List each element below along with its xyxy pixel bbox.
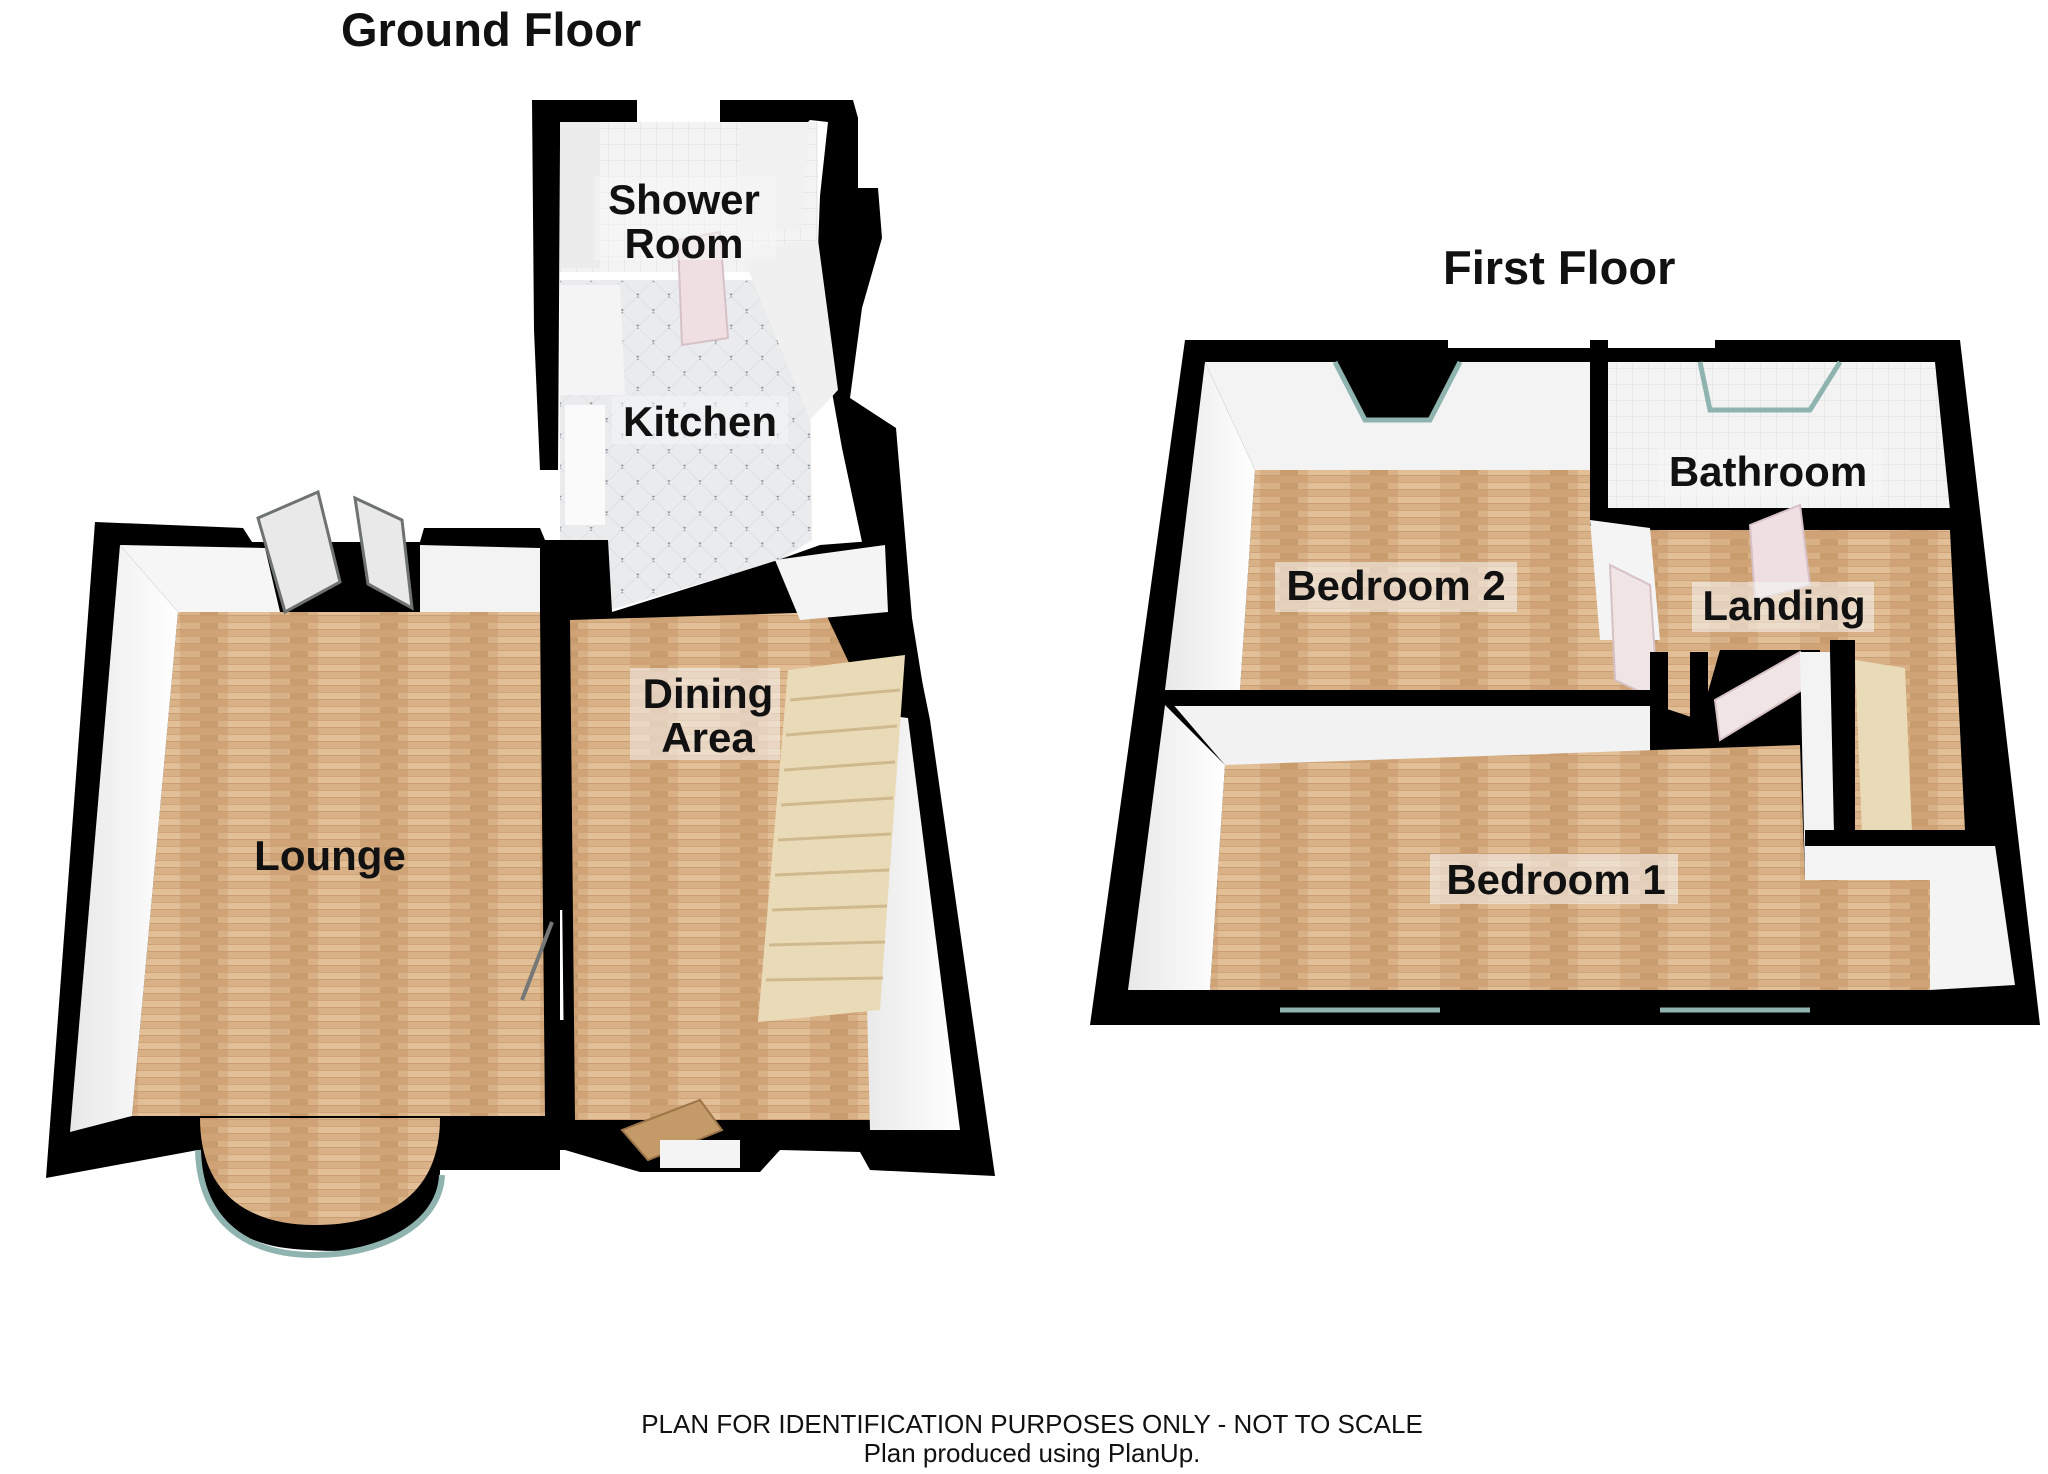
bedroom-divider-wall (1165, 695, 1665, 765)
bedroom-1-label: Bedroom 1 (1446, 856, 1665, 903)
shower-room-label-line2: Room (625, 220, 744, 267)
first-floor-plan (1090, 340, 2040, 1025)
shower-room-label-line1: Shower (608, 176, 760, 223)
landing-label: Landing (1702, 582, 1865, 629)
dining-area-label-line2: Area (661, 714, 755, 761)
ground-floor-staircase (758, 655, 905, 1022)
lounge-french-door-left (256, 489, 342, 615)
bathroom-label: Bathroom (1669, 448, 1867, 495)
lounge-floor (132, 612, 545, 1116)
lounge-french-door-right (353, 495, 414, 611)
lounge-bay-window (200, 1118, 440, 1225)
ground-floor-title: Ground Floor (341, 3, 642, 56)
kitchen-label: Kitchen (623, 398, 777, 445)
bedroom-2-label: Bedroom 2 (1286, 562, 1505, 609)
credit-text: Plan produced using PlanUp. (863, 1438, 1201, 1468)
front-door (620, 1098, 724, 1162)
first-floor-stairs (1855, 660, 1912, 835)
room-labels: Shower Room Kitchen Dining Area Lounge B… (254, 176, 1882, 904)
ground-floor-plan (46, 100, 995, 1259)
disclaimer-text: PLAN FOR IDENTIFICATION PURPOSES ONLY - … (641, 1409, 1423, 1439)
first-floor-title: First Floor (1443, 241, 1676, 294)
dining-area-label-line1: Dining (643, 670, 774, 717)
kitchen-block-walls (532, 100, 930, 730)
lounge-label: Lounge (254, 832, 406, 879)
